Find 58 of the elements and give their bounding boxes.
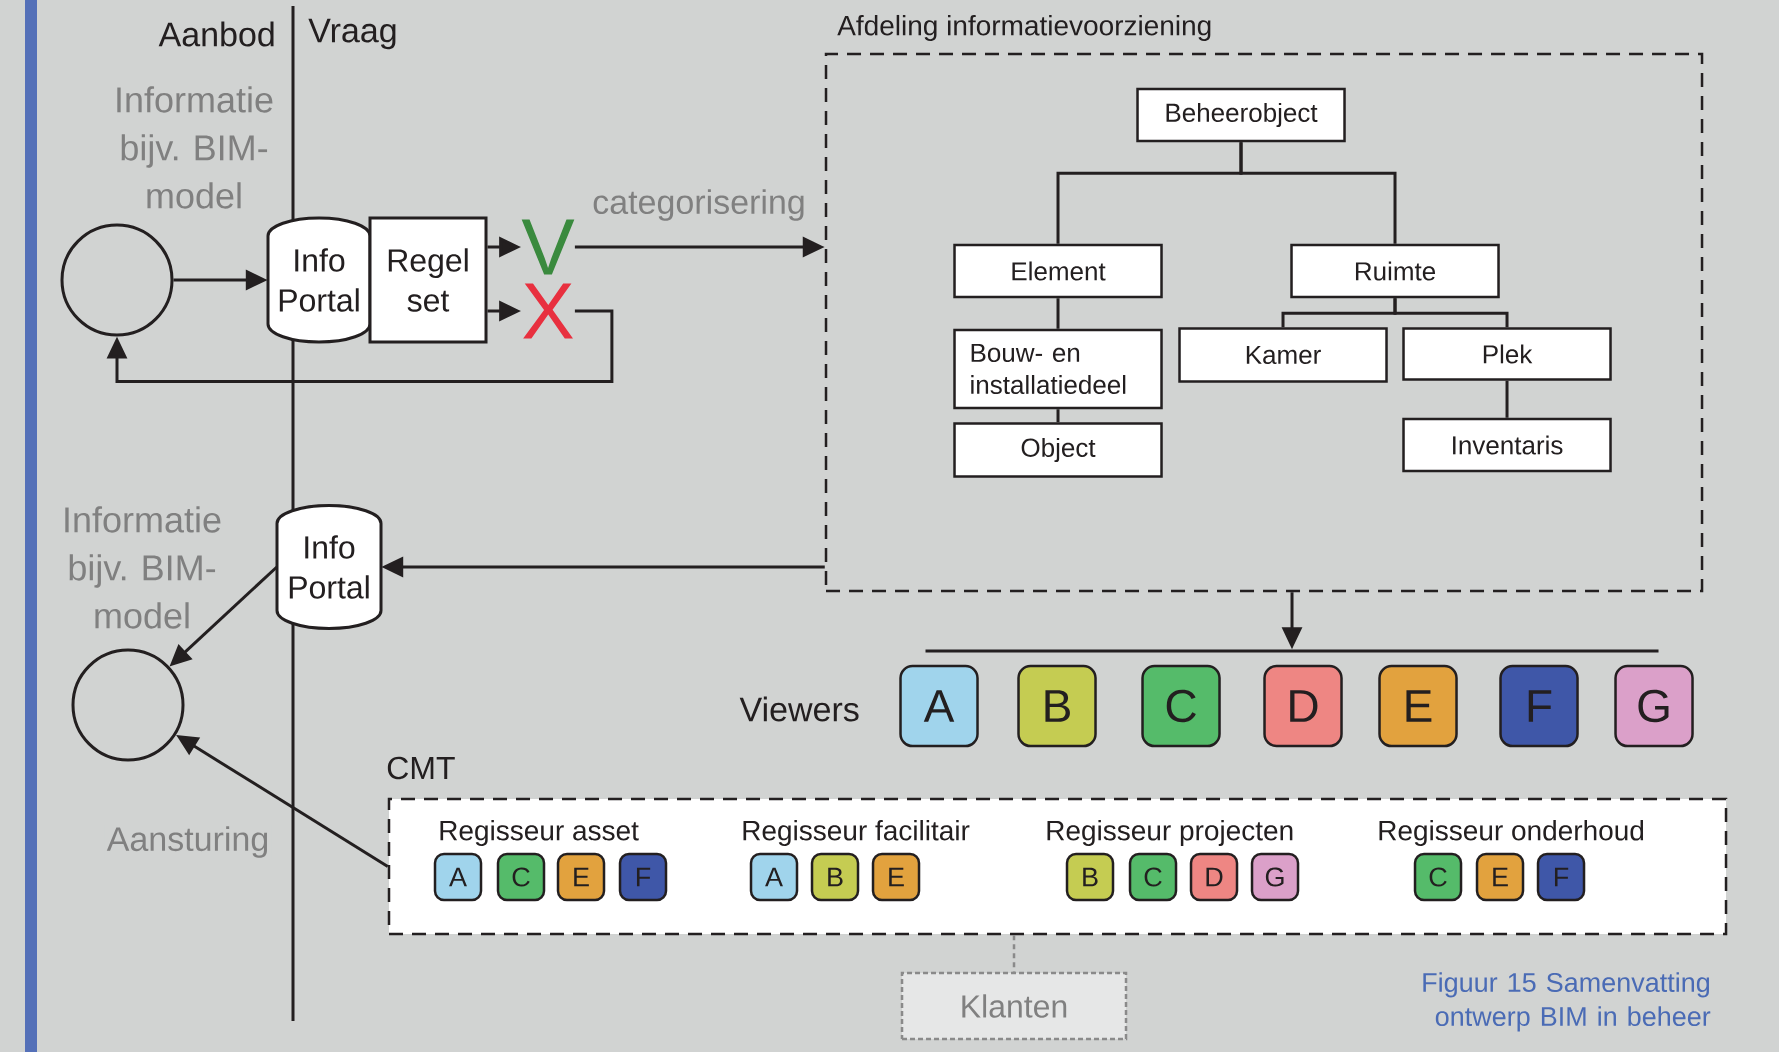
category-box: Bouw- en installatiedeel bbox=[953, 328, 1163, 410]
viewer-badge: D bbox=[1263, 664, 1343, 748]
frame-heading: CMT bbox=[387, 756, 455, 780]
group-heading: Regisseur onderhoud bbox=[1379, 819, 1644, 847]
connector-line bbox=[1056, 298, 1060, 329]
viewer-badge: E bbox=[1378, 664, 1458, 748]
side-note: Informatie bijv. BIM-model bbox=[117, 86, 273, 209]
viewer-badge: B bbox=[1065, 852, 1115, 902]
arrow bbox=[106, 309, 614, 383]
viewer-badge: B bbox=[1017, 664, 1097, 748]
viewer-badge: F bbox=[618, 852, 668, 902]
viewer-badge: E bbox=[1475, 852, 1525, 902]
viewer-badge: G bbox=[1614, 664, 1694, 748]
row-label: Viewers bbox=[739, 696, 859, 722]
circle bbox=[71, 648, 185, 762]
viewer-badge: E bbox=[556, 852, 606, 902]
figure-caption: Figuur 15 Samenvatting ontwerp BIM in beheer bbox=[1423, 972, 1711, 1032]
viewer-badge: A bbox=[899, 664, 979, 748]
group-heading: Regisseur facilitair bbox=[743, 819, 970, 847]
category-box: Inventaris bbox=[1402, 417, 1612, 473]
edge-label: categorisering bbox=[590, 187, 808, 223]
viewer-badge: C bbox=[1413, 852, 1463, 902]
connector-line bbox=[1012, 935, 1016, 972]
viewer-badge: F bbox=[1536, 852, 1586, 902]
category-box: Beheerobject bbox=[1136, 87, 1346, 143]
process-box: Regel set bbox=[368, 216, 488, 344]
viewer-badge: C bbox=[1128, 852, 1178, 902]
column-heading: Aanbod bbox=[158, 21, 274, 47]
category-box: Plek bbox=[1402, 327, 1612, 381]
viewer-badge: A bbox=[749, 852, 799, 902]
connector-line bbox=[1239, 142, 1397, 244]
cylinder-node: Info Portal bbox=[266, 216, 372, 344]
viewer-badge: G bbox=[1250, 852, 1300, 902]
category-box: Element bbox=[953, 243, 1163, 299]
viewer-badge: E bbox=[871, 852, 921, 902]
viewer-badge: B bbox=[810, 852, 860, 902]
connector-line bbox=[1056, 409, 1060, 423]
category-box: Object bbox=[953, 422, 1163, 478]
viewer-badge: A bbox=[433, 852, 483, 902]
viewer-badge: F bbox=[1499, 664, 1579, 748]
side-note: Informatie bijv. BIM-model bbox=[65, 506, 221, 629]
viewer-badge: C bbox=[1141, 664, 1221, 748]
connector-line bbox=[1505, 380, 1509, 418]
connector-line bbox=[1393, 298, 1509, 328]
group-heading: Regisseur projecten bbox=[1047, 819, 1293, 847]
group-heading: Regisseur asset bbox=[440, 819, 639, 847]
cylinder-node: Info Portal bbox=[275, 504, 383, 630]
viewer-badge: D bbox=[1189, 852, 1239, 902]
frame-heading: Afdeling informatievoorziening bbox=[837, 14, 1211, 42]
category-box: Ruimte bbox=[1290, 243, 1500, 299]
result-mark: V bbox=[521, 219, 575, 275]
circle bbox=[60, 223, 174, 337]
viewer-badge: C bbox=[496, 852, 546, 902]
category-box: Kamer bbox=[1178, 327, 1388, 383]
result-mark: X bbox=[523, 283, 573, 339]
edge-label: Aansturing bbox=[104, 824, 272, 860]
dashed-box: Klanten bbox=[900, 971, 1128, 1041]
column-heading: Vraag bbox=[308, 18, 396, 50]
